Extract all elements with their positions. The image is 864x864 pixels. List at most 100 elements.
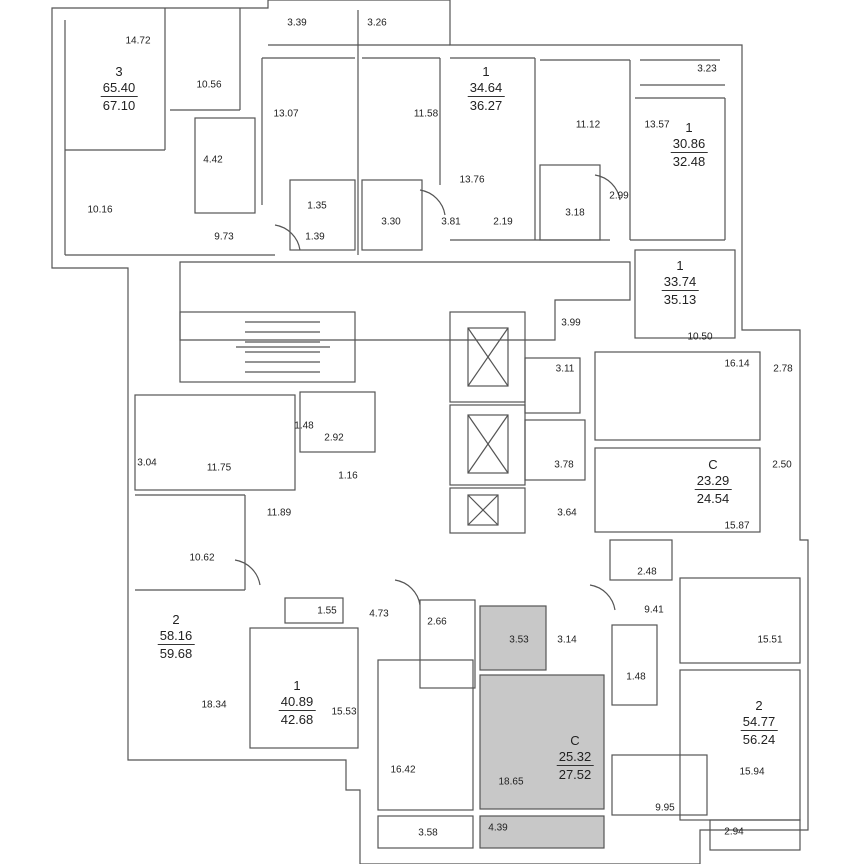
bathroom <box>524 357 581 414</box>
apartment-type: 1 <box>685 120 693 135</box>
room-area: 2.50 <box>772 459 792 471</box>
wall <box>377 659 474 811</box>
room-area: 16.14 <box>724 358 750 370</box>
apartment-area-total: 32.48 <box>672 154 706 169</box>
apartment-label: 2 54.77 56.24 <box>740 698 778 748</box>
room-area: 3.30 <box>381 216 401 228</box>
room-area: 18.34 <box>201 699 227 711</box>
apartment-type: 1 <box>482 64 490 79</box>
door-swing <box>589 584 616 611</box>
wall <box>634 249 736 339</box>
room-area: 9.73 <box>214 231 234 243</box>
apartment-area-total: 35.13 <box>663 292 697 307</box>
outer-wall <box>51 0 809 864</box>
bathroom <box>419 599 476 689</box>
room-area: 4.39 <box>488 822 508 834</box>
apartment-type: 3 <box>115 64 123 79</box>
wall <box>249 627 359 749</box>
room-area: 15.94 <box>739 766 765 778</box>
room-area: 3.14 <box>557 634 577 646</box>
wall <box>611 754 708 816</box>
room-area: 18.65 <box>498 776 524 788</box>
bathroom <box>609 539 673 581</box>
apartment-label: 3 65.40 67.10 <box>100 64 138 114</box>
elevator <box>467 414 509 474</box>
apartment-area-total: 24.54 <box>696 491 730 506</box>
room-area: 2.99 <box>609 190 629 202</box>
apartment-area-living: 58.16 <box>157 628 195 645</box>
bathroom <box>289 179 356 251</box>
room-area: 3.53 <box>509 634 529 646</box>
apartment-label: 1 34.64 36.27 <box>467 64 505 114</box>
door-swing <box>394 579 421 606</box>
room-area: 2.48 <box>637 566 657 578</box>
wall <box>134 394 296 491</box>
room-area: 1.35 <box>307 200 327 212</box>
room-area: 1.55 <box>317 605 337 617</box>
room-area: 2.92 <box>324 432 344 444</box>
elevator <box>467 327 509 387</box>
apartment-area-living: 33.74 <box>661 274 699 291</box>
apartment-type: С <box>570 733 580 748</box>
room-area: 10.56 <box>196 79 222 91</box>
room-area: 3.39 <box>287 17 307 29</box>
room-area: 11.75 <box>206 462 232 474</box>
bathroom <box>361 179 423 251</box>
bathroom <box>299 391 376 453</box>
room-area: 3.11 <box>555 363 575 375</box>
apartment-type: С <box>708 457 718 472</box>
room-area: 3.26 <box>367 17 387 29</box>
apartment-area-living: 65.40 <box>100 80 138 97</box>
room-area: 2.78 <box>773 363 793 375</box>
room-area: 1.48 <box>294 420 314 432</box>
highlighted-unit[interactable] <box>479 674 605 810</box>
room-area: 2.66 <box>427 616 447 628</box>
apartment-label: 1 40.89 42.68 <box>278 678 316 728</box>
room-area: 3.64 <box>557 507 577 519</box>
apartment-area-living: 54.77 <box>740 714 778 731</box>
apartment-type: 1 <box>293 678 301 693</box>
door-swing <box>594 174 621 201</box>
room-area: 11.89 <box>266 507 292 519</box>
apartment-type: 2 <box>755 698 763 713</box>
apartment-area-total: 67.10 <box>102 98 136 113</box>
bathroom <box>284 597 344 624</box>
room-area: 3.58 <box>418 827 438 839</box>
room-area: 9.41 <box>644 604 664 616</box>
apartment-area-living: 34.64 <box>467 80 505 97</box>
room-area: 3.99 <box>561 317 581 329</box>
apartment-area-total: 42.68 <box>280 712 314 727</box>
room-area: 2.19 <box>493 216 513 228</box>
room-area: 3.78 <box>554 459 574 471</box>
room-area: 10.62 <box>189 552 215 564</box>
apartment-label[interactable]: С 25.32 27.52 <box>556 733 594 783</box>
highlighted-unit[interactable] <box>479 605 547 671</box>
room-area: 3.23 <box>697 63 717 75</box>
room-area: 13.57 <box>644 119 670 131</box>
elevator-block <box>449 487 526 534</box>
room-area: 10.50 <box>687 331 713 343</box>
room-area: 1.39 <box>305 231 325 243</box>
room-area: 15.87 <box>724 520 750 532</box>
room-area: 15.53 <box>331 706 357 718</box>
room-area: 9.95 <box>655 802 675 814</box>
balcony <box>709 819 801 851</box>
door-swing <box>274 224 301 251</box>
room-area: 15.51 <box>757 634 783 646</box>
room-area: 11.12 <box>575 119 601 131</box>
stairwell <box>179 311 356 383</box>
apartment-label: 2 58.16 59.68 <box>157 612 195 662</box>
bathroom <box>194 117 256 214</box>
room-area: 1.16 <box>338 470 358 482</box>
bathroom <box>611 624 658 706</box>
wall <box>679 577 801 664</box>
room-area: 3.18 <box>565 207 585 219</box>
bathroom <box>539 164 601 241</box>
door-swing <box>234 559 261 586</box>
room-area: 11.58 <box>413 108 439 120</box>
room-area: 10.16 <box>87 204 113 216</box>
apartment-area-total: 36.27 <box>469 98 503 113</box>
room-area: 3.04 <box>137 457 157 469</box>
highlighted-balcony[interactable] <box>479 815 605 849</box>
